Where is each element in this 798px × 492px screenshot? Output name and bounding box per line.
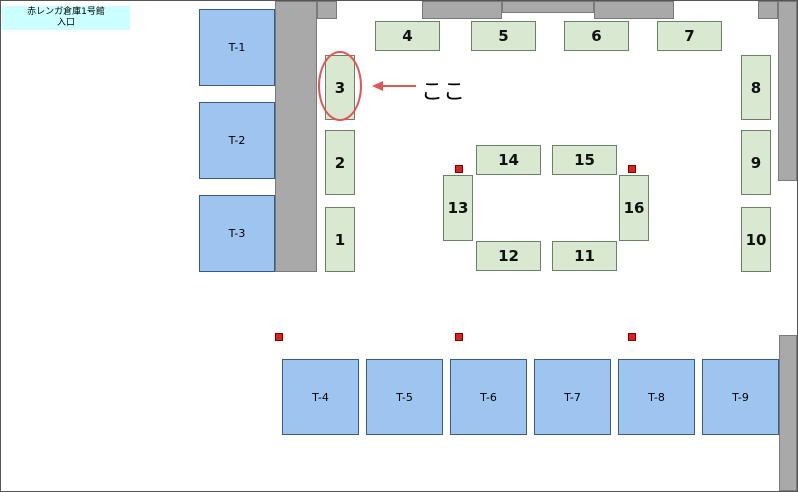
left-arrow-icon: [372, 81, 416, 91]
entrance-label: 赤レンガ倉庫1号館 入口: [2, 6, 130, 30]
here-label: ここ: [421, 80, 466, 105]
pillar-top-center-a: [422, 1, 502, 19]
booth-15: 15: [552, 145, 617, 175]
booth-6: 6: [564, 21, 629, 51]
booth-2: 2: [325, 130, 355, 195]
table-t8: T-8: [618, 359, 695, 435]
wall-right-lower: [779, 335, 797, 491]
booth-10: 10: [741, 207, 771, 272]
booth-3-highlight-circle: [318, 51, 362, 121]
booth-16: 16: [619, 175, 649, 241]
pillar-top-right: [758, 1, 778, 19]
table-t9: T-9: [702, 359, 779, 435]
pillar-top-center-c: [594, 1, 674, 19]
booth-14: 14: [476, 145, 541, 175]
booth-5: 5: [471, 21, 536, 51]
booth-12: 12: [476, 241, 541, 271]
table-t6: T-6: [450, 359, 527, 435]
booth-11: 11: [552, 241, 617, 271]
entrance-sub: 入口: [56, 18, 75, 28]
table-t5: T-5: [366, 359, 443, 435]
marker-red: [455, 333, 463, 341]
booth-1: 1: [325, 207, 355, 272]
marker-red: [455, 165, 463, 173]
table-t1: T-1: [199, 9, 275, 86]
pillar-top-left: [317, 1, 337, 19]
pillar-top-center-b: [502, 1, 594, 13]
wall-right-upper: [778, 1, 797, 181]
booth-4: 4: [375, 21, 440, 51]
marker-red: [628, 333, 636, 341]
marker-red: [275, 333, 283, 341]
booth-9: 9: [741, 130, 771, 195]
booth-13: 13: [443, 175, 473, 241]
table-t4: T-4: [282, 359, 359, 435]
table-t3: T-3: [199, 195, 275, 272]
entrance-name: 赤レンガ倉庫1号館: [27, 7, 105, 17]
wall-left: [275, 1, 317, 272]
table-t2: T-2: [199, 102, 275, 179]
booth-8: 8: [741, 55, 771, 120]
booth-7: 7: [657, 21, 722, 51]
marker-red: [628, 165, 636, 173]
table-t7: T-7: [534, 359, 611, 435]
